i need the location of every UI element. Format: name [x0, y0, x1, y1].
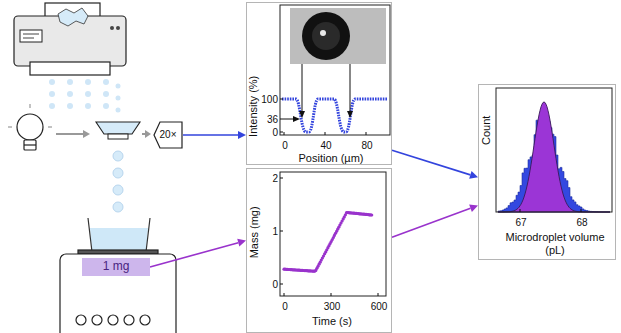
histogram-plot [496, 88, 612, 212]
arrow-line [183, 134, 238, 136]
tick-label: 0 [272, 127, 278, 139]
tick-label: 36 [267, 114, 278, 126]
tick-label: 300 [324, 301, 341, 313]
arrowhead [237, 239, 246, 247]
mass-panel: Mass (mg) 2 1 00 300 600Time (s) [246, 168, 392, 333]
arrowhead [238, 131, 246, 139]
arrow-line [150, 243, 238, 267]
axis-title: Microdroplet volume (pL) [505, 231, 605, 256]
histogram-fit [498, 102, 610, 212]
tick-label: 67 [515, 217, 526, 229]
axis-title: Intensity (%) [248, 75, 261, 136]
tick-label: 600 [371, 301, 388, 313]
flow-arrow [392, 150, 478, 178]
arrowhead [469, 171, 478, 179]
axis-title: Position (µm) [298, 152, 363, 165]
beaker [88, 218, 150, 252]
printer [14, 3, 126, 75]
axis-title: Mass (mg) [248, 206, 261, 258]
tick-label: 0 [282, 140, 288, 152]
intensity-plot [280, 5, 390, 135]
arrowhead [469, 204, 478, 212]
tick-label: 2 [272, 173, 278, 185]
condenser [96, 122, 140, 139]
tick-label: 1 [272, 226, 278, 238]
balance [60, 250, 176, 333]
tick-label: 0 [282, 301, 288, 313]
tick-label: 40 [320, 140, 331, 152]
light-bulb [8, 104, 52, 150]
tick-label: 100 [261, 94, 278, 106]
balance-display: 1 mg [82, 258, 150, 276]
intensity-panel: Intensity (%)10036004080Position (µm) [246, 2, 392, 165]
flow-arrow [150, 239, 246, 267]
mass-readout: 1 mg [103, 260, 130, 274]
flow-arrow [183, 131, 246, 139]
mass-plot [280, 172, 386, 296]
printed-droplets [49, 79, 121, 113]
falling-droplets [113, 151, 123, 212]
mass-data [282, 211, 373, 273]
tick-label: 0 [272, 279, 278, 291]
axis-title: Time (s) [312, 315, 352, 328]
histogram-panel: Count 67 68Microdroplet volume (pL) [478, 84, 616, 260]
flow-arrow [392, 204, 478, 237]
axis-title: Count [481, 115, 494, 144]
arrow-line [392, 150, 470, 175]
magnification-label: 20× [160, 129, 177, 141]
tick-label: 68 [576, 217, 587, 229]
objective-lens: 20× [153, 121, 183, 149]
tick-label: 80 [361, 140, 372, 152]
arrow-line [392, 208, 470, 237]
